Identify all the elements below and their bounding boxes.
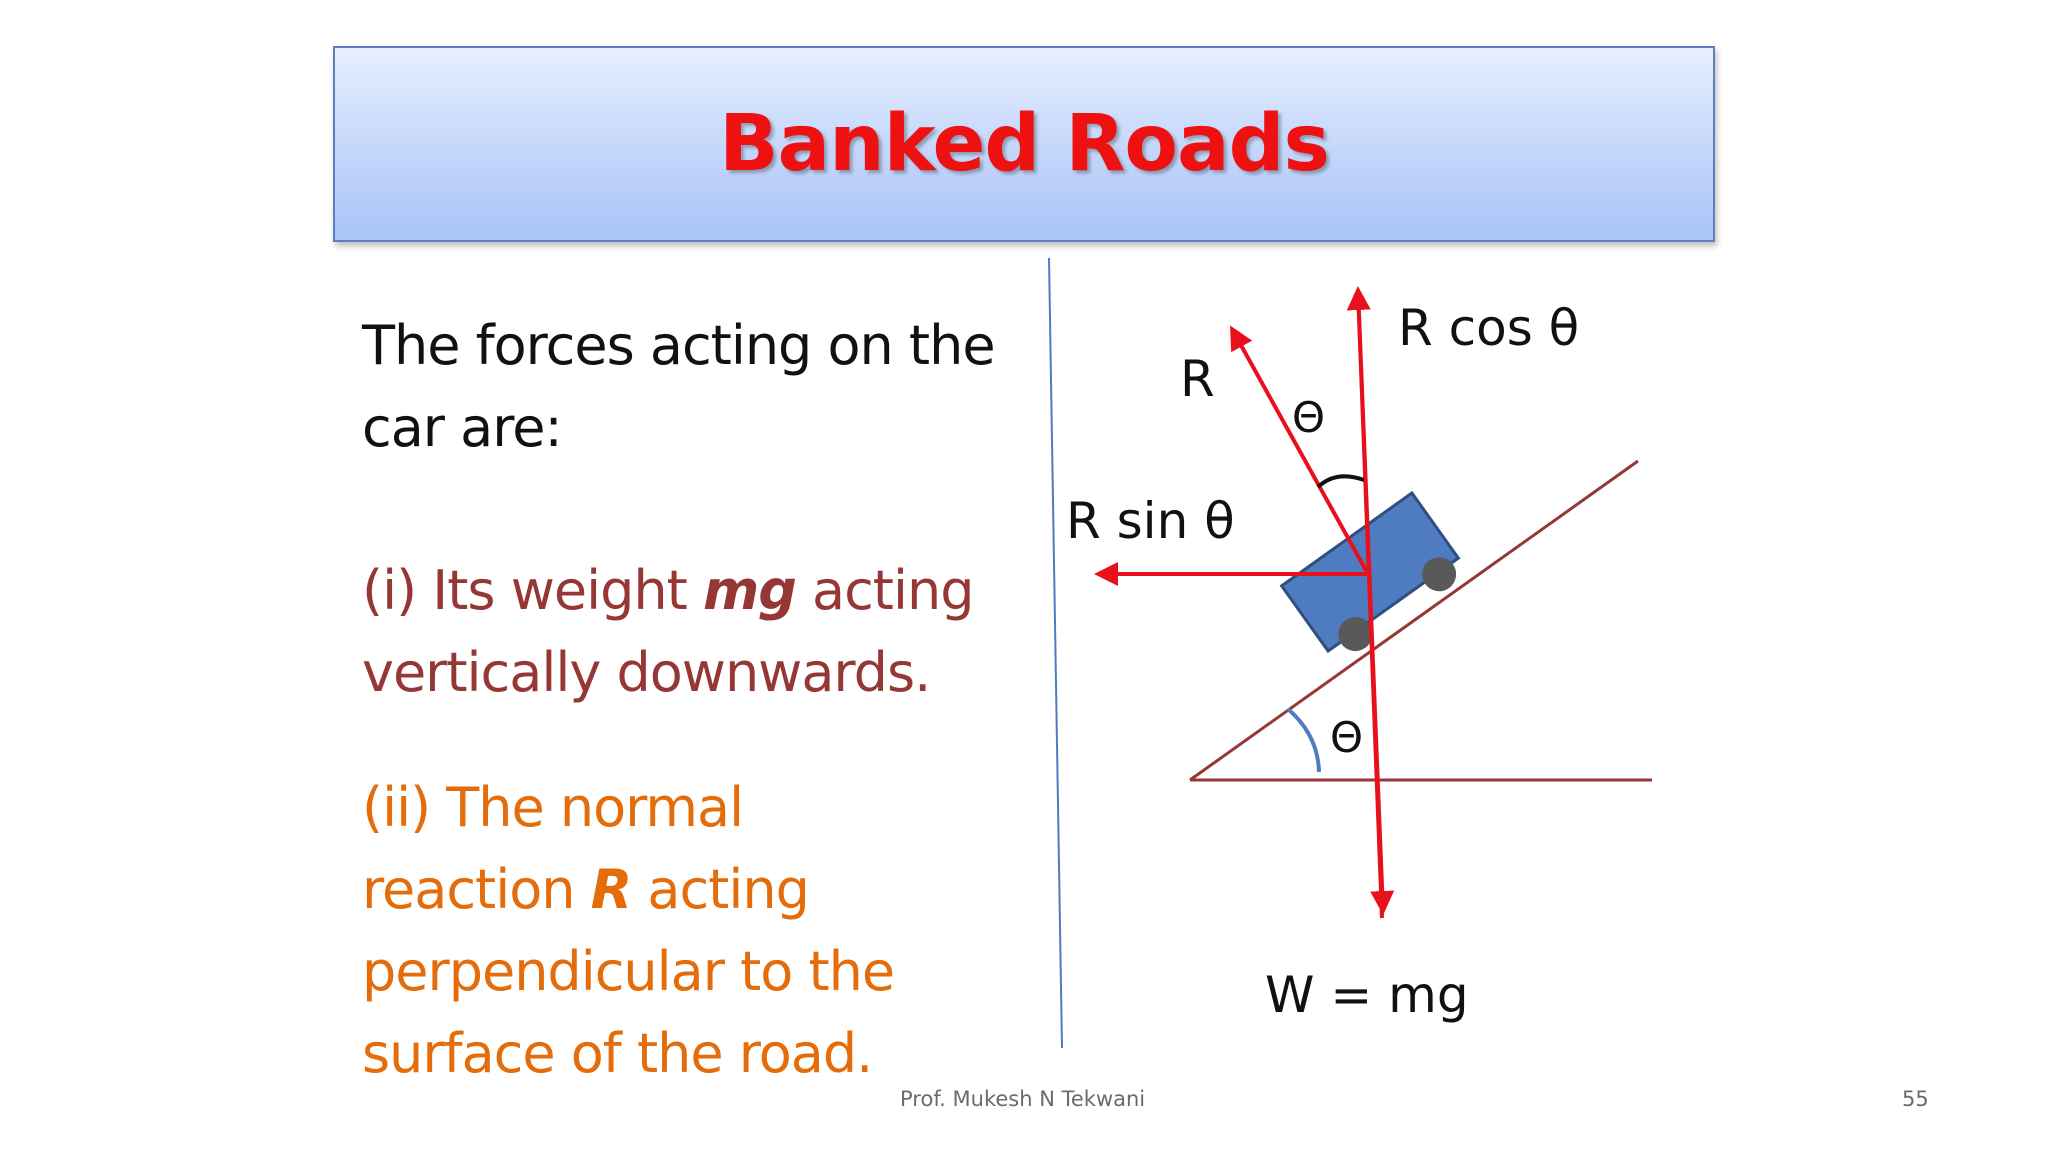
incline-angle-arc [1286, 707, 1321, 773]
top-angle-arc [1316, 474, 1365, 489]
normal-line-1: (ii) The normal [362, 776, 744, 839]
force-item-normal: (ii) The normal reaction R acting perpen… [362, 767, 895, 1095]
normal-line-2: reaction R acting [362, 849, 894, 931]
intro-text: The forces acting on the car are: [362, 305, 996, 469]
weight-line-1: (i) Its weight mg acting [362, 550, 974, 632]
label-r-sin: R sin θ [1066, 492, 1235, 550]
car-wheel-rear [1338, 617, 1373, 652]
weight-line-1-start: (i) Its weight [362, 559, 703, 622]
weight-arrow [1356, 289, 1395, 915]
normal-line-2-start: reaction [362, 858, 591, 921]
normal-line-2-end: acting [631, 858, 809, 921]
intro-line-1: The forces acting on the [362, 314, 996, 377]
footer-author: Prof. Mukesh N Tekwani [900, 1087, 1146, 1111]
force-item-weight: (i) Its weight mg acting vertically down… [362, 550, 974, 714]
normal-symbol: R [590, 858, 633, 921]
title-banner: Banked Roads [333, 46, 1715, 242]
slide-title: Banked Roads [719, 99, 1330, 189]
label-theta-bottom: Θ [1330, 713, 1363, 762]
road-incline [1189, 459, 1639, 782]
car [1279, 490, 1461, 654]
divider-line [1048, 257, 1063, 1049]
weight-line-2: vertically downwards. [362, 641, 931, 704]
label-r: R [1180, 350, 1215, 408]
car-wheel-front [1422, 557, 1457, 592]
normal-line-3: perpendicular to the [362, 940, 895, 1003]
weight-symbol: mg [702, 559, 797, 622]
intro-line-2: car are: [362, 396, 563, 459]
label-weight: W = mg [1265, 966, 1469, 1024]
weight-line-1-end: acting [795, 559, 974, 622]
label-r-cos: R cos θ [1398, 299, 1579, 357]
page-number: 55 [1902, 1087, 1929, 1111]
normal-reaction-arrow [1230, 325, 1370, 575]
normal-line-4: surface of the road. [362, 1022, 873, 1085]
label-theta-top: Θ [1292, 393, 1325, 442]
